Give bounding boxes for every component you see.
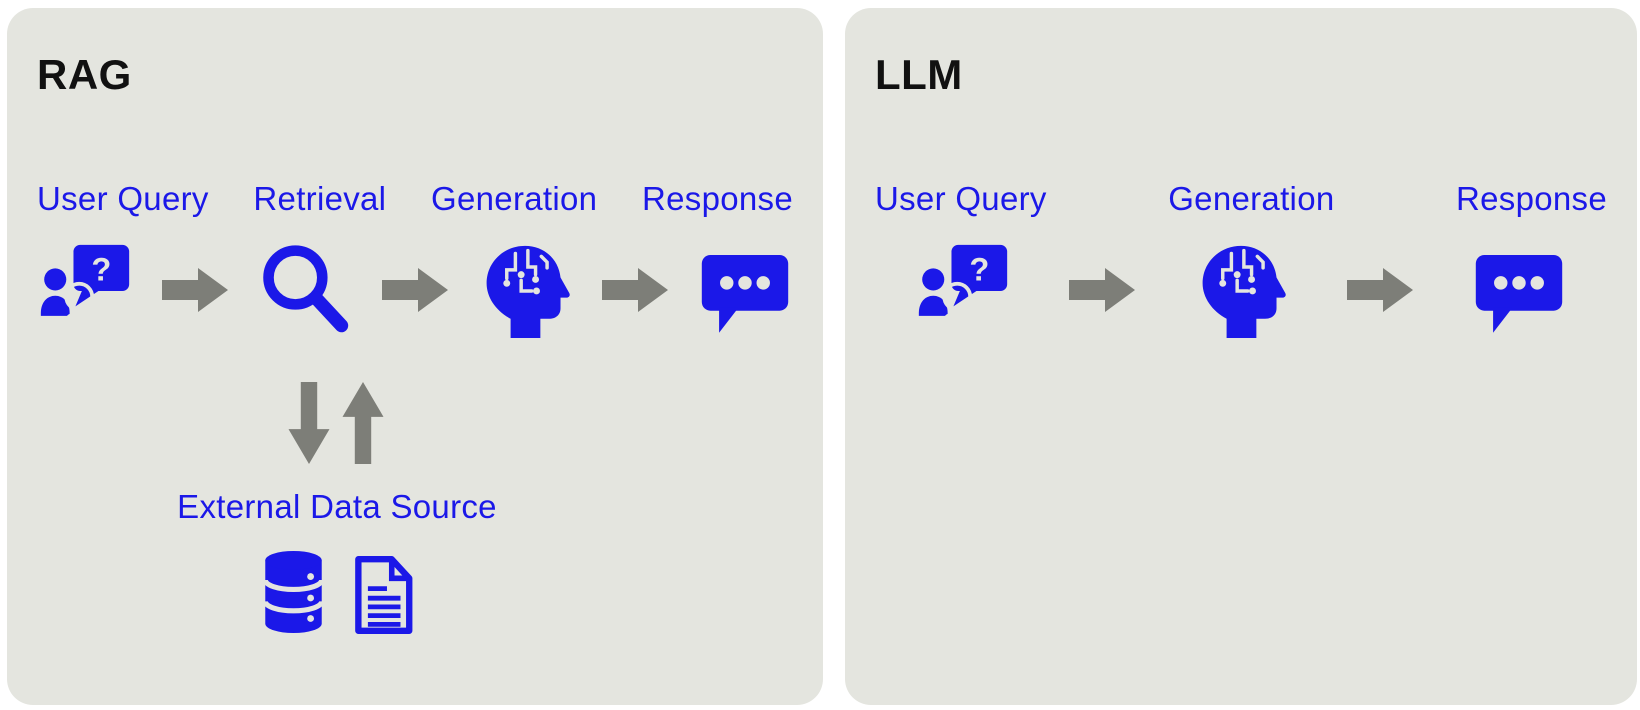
llm-stage-labels: User Query Generation Response: [875, 180, 1607, 218]
stage-label-generation: Generation: [431, 180, 598, 217]
brain-head-icon: [477, 242, 573, 338]
rag-stage-labels: User Query Retrieval Generation Response: [37, 180, 793, 218]
right-arrow-icon: [162, 268, 228, 312]
svg-text:?: ?: [969, 250, 989, 287]
stage-label-user-query: User Query: [875, 180, 1047, 217]
llm-stage-icons: ?: [875, 242, 1607, 338]
down-arrow-icon: [288, 382, 330, 469]
external-data-source-label: External Data Source: [177, 488, 497, 525]
right-arrow-icon: [602, 268, 668, 312]
stage-label-retrieval: Retrieval: [253, 180, 387, 217]
user-query-icon: ?: [915, 242, 1011, 338]
rag-panel-title: RAG: [37, 51, 132, 98]
stage-label-user-query: User Query: [37, 180, 209, 217]
llm-panel-title: LLM: [875, 51, 963, 98]
right-arrow-icon: [1347, 268, 1413, 312]
external-data-arrows: [288, 382, 384, 469]
llm-panel: LLM User Query Generation Response ?: [845, 8, 1637, 705]
brain-head-icon: [1193, 242, 1289, 338]
chat-dots-icon: [697, 250, 793, 333]
external-data-source-icons: [7, 550, 667, 640]
document-icon: [352, 555, 414, 640]
stage-label-response: Response: [641, 180, 793, 217]
chat-dots-icon: [1471, 250, 1567, 333]
rag-stage-icons: ?: [37, 242, 793, 338]
search-icon: [257, 242, 353, 338]
svg-text:?: ?: [91, 250, 111, 287]
stage-label-generation: Generation: [1168, 180, 1335, 217]
database-icon: [261, 549, 326, 640]
right-arrow-icon: [1069, 268, 1135, 312]
rag-panel: RAG User Query Retrieval Generation Resp…: [7, 8, 823, 705]
right-arrow-icon: [382, 268, 448, 312]
up-arrow-icon: [342, 382, 384, 469]
stage-label-response: Response: [1456, 180, 1607, 217]
user-query-icon: ?: [37, 242, 133, 338]
